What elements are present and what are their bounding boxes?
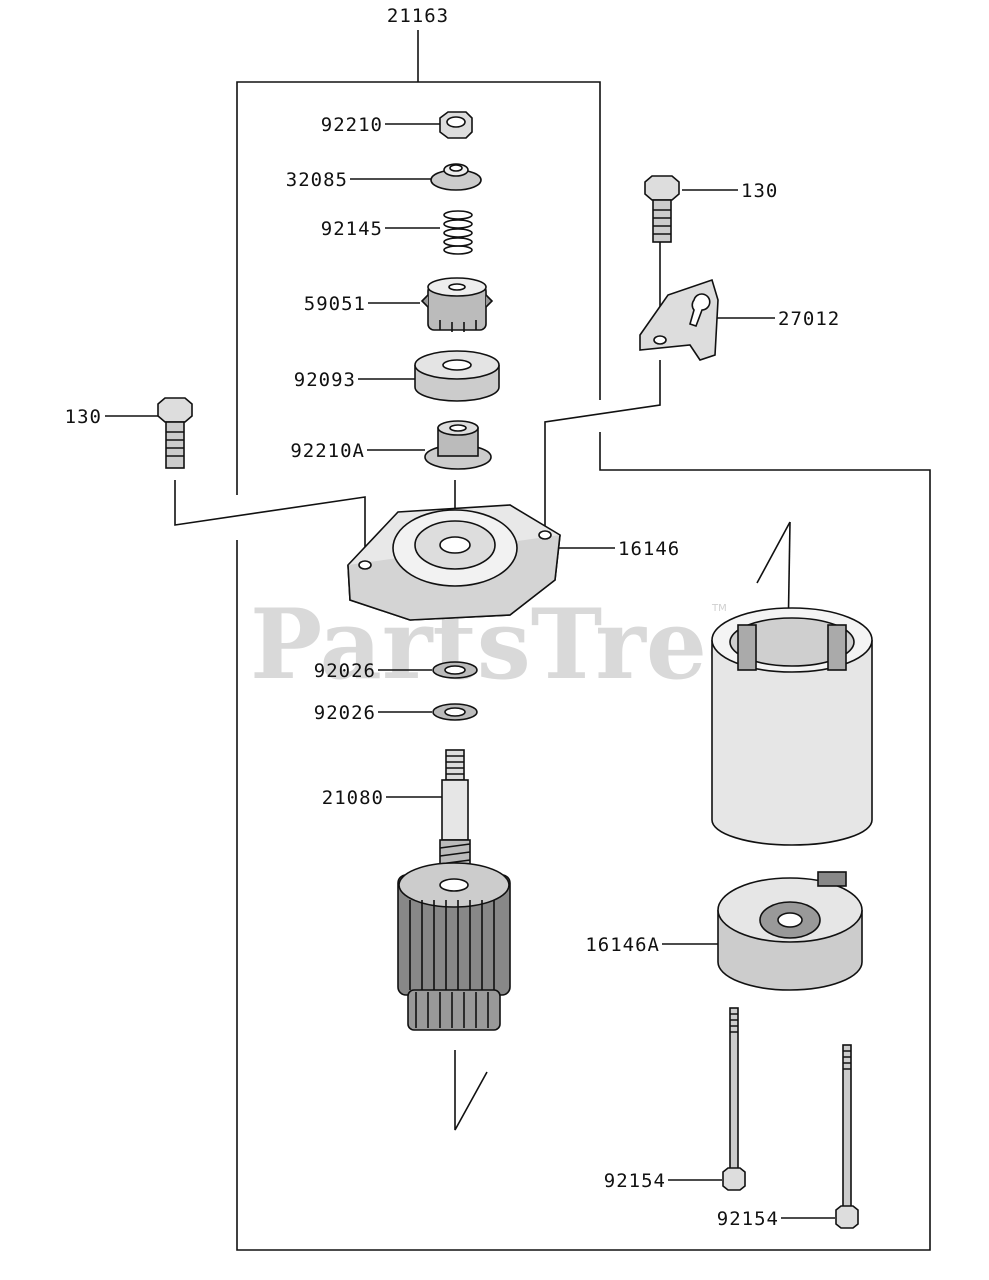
label-through-bolt-2: 92154 — [717, 1208, 779, 1230]
through-bolt-icon — [835, 1044, 859, 1229]
leader-lines — [105, 123, 835, 1219]
label-spring: 92145 — [321, 218, 383, 240]
bolt-left-icon — [157, 397, 193, 469]
armature-icon — [397, 749, 511, 1031]
label-bracket: 27012 — [778, 308, 840, 330]
label-through-bolt-1: 92154 — [604, 1170, 666, 1192]
label-bolt-right: 130 — [741, 180, 778, 202]
collar-icon — [430, 163, 482, 191]
rear-end-cover-icon — [717, 871, 863, 991]
label-collar: 32085 — [286, 169, 348, 191]
label-bolt-left: 130 — [65, 406, 102, 428]
front-end-cover-icon — [347, 504, 561, 621]
label-washer-2: 92026 — [314, 702, 376, 724]
bracket-icon — [639, 278, 719, 361]
watermark-trademark: TM — [711, 603, 727, 614]
label-washer-1: 92026 — [314, 660, 376, 682]
yoke-housing-icon — [711, 607, 873, 846]
assembly-label: 21163 — [387, 5, 449, 27]
nut-icon — [439, 111, 473, 139]
washer-icon — [432, 703, 478, 721]
label-pinion-gear: 59051 — [304, 293, 366, 315]
washer-icon — [432, 661, 478, 679]
label-washer-thick: 92093 — [294, 369, 356, 391]
flanged-nut-icon — [424, 420, 492, 470]
thick-washer-icon — [414, 350, 500, 402]
label-nut: 92210 — [321, 114, 383, 136]
assembly-frame — [236, 30, 931, 1251]
spring-icon — [443, 210, 473, 255]
pinion-gear-icon — [420, 277, 494, 332]
label-nut-flanged: 92210A — [290, 440, 365, 462]
bolt-right-icon — [644, 175, 680, 243]
label-end-cover-front: 16146 — [618, 538, 680, 560]
label-end-cover-rear: 16146A — [585, 934, 660, 956]
label-armature: 21080 — [322, 787, 384, 809]
through-bolt-icon — [722, 1007, 746, 1191]
